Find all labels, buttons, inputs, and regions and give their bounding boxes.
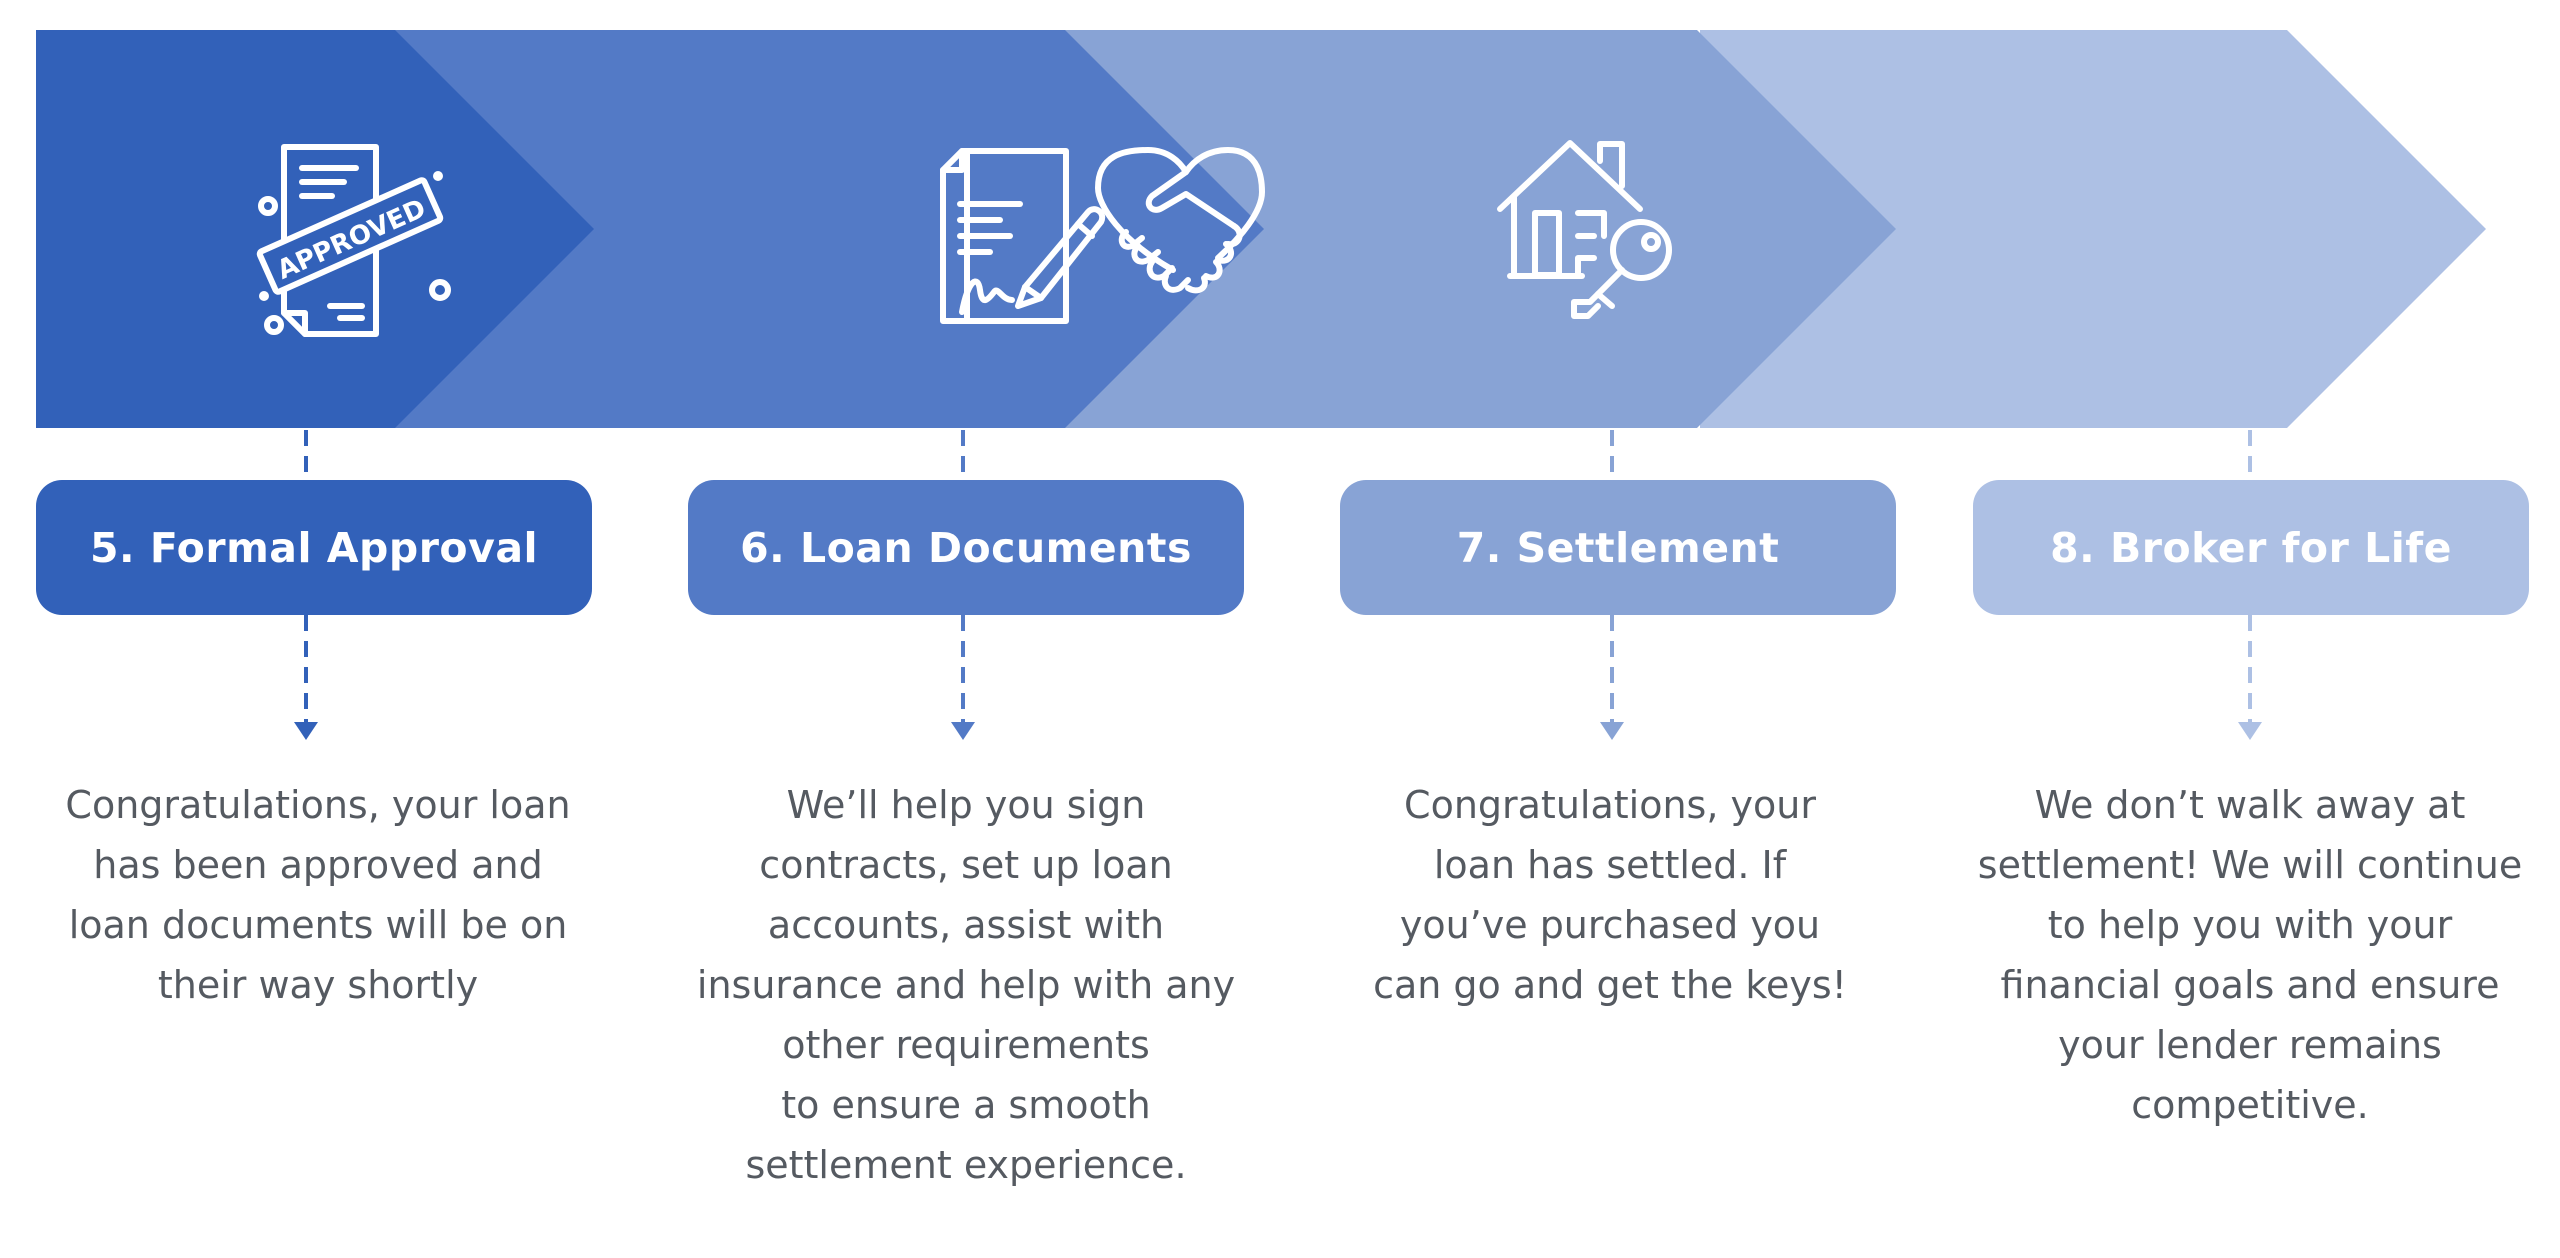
signing-contract-icon xyxy=(940,148,1106,324)
step-description-broker-for-life: We don’t walk away at settlement! We wil… xyxy=(1977,783,2523,1127)
step-title-broker-for-life: 8. Broker for Life xyxy=(1973,480,2529,615)
step-description-formal-approval: Congratulations, your loan has been appr… xyxy=(65,783,571,1007)
arrowhead-5 xyxy=(294,722,318,740)
step-title-settlement: 7. Settlement xyxy=(1340,480,1896,615)
arrowhead-8 xyxy=(2238,722,2262,740)
chevron-step-6 xyxy=(395,30,1264,428)
step-description-settlement: Congratulations, your loan has settled. … xyxy=(1373,783,1847,1007)
step-title-formal-approval: 5. Formal Approval xyxy=(36,480,592,615)
arrowhead-7 xyxy=(1600,722,1624,740)
step-title-loan-documents: 6. Loan Documents xyxy=(688,480,1244,615)
process-chevron-band: APPROVED xyxy=(36,30,2486,428)
step-description-loan-documents: We’ll help you sign contracts, set up lo… xyxy=(696,783,1236,1187)
arrowhead-6 xyxy=(951,722,975,740)
chevron-step-7 xyxy=(1065,30,1896,428)
chevron-step-8 xyxy=(1700,30,2486,428)
house-key-icon xyxy=(1497,140,1672,319)
handshake-heart-icon xyxy=(1095,147,1265,294)
connector-lines xyxy=(294,430,2262,740)
